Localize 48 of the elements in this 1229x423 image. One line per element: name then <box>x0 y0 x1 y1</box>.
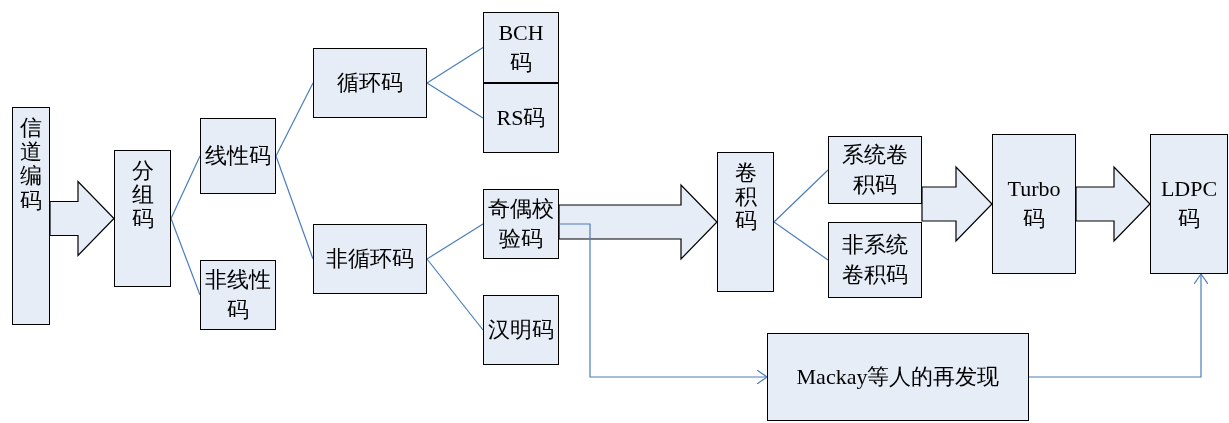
block-arrow <box>49 180 115 257</box>
process-box <box>767 333 1029 421</box>
connector-line <box>426 46 484 84</box>
process-box <box>114 150 171 287</box>
process-box <box>992 134 1076 274</box>
process-box <box>200 118 276 194</box>
process-box <box>828 136 922 204</box>
process-box <box>313 48 427 118</box>
arrow <box>558 223 768 385</box>
process-box <box>828 222 922 298</box>
box-label: 系统卷积码 <box>841 141 909 199</box>
process-box <box>483 12 559 83</box>
box-label: 循环码 <box>337 69 403 98</box>
box-label: 奇偶校验码 <box>488 195 554 253</box>
process-box <box>1150 134 1228 274</box>
process-box <box>717 152 774 292</box>
block-arrow <box>921 165 993 243</box>
block-arrow <box>1075 165 1151 243</box>
process-box <box>12 107 50 325</box>
process-box <box>483 83 559 153</box>
box-label: Turbo码 <box>1006 175 1062 233</box>
box-label: BCH码 <box>497 18 545 77</box>
process-box <box>483 189 559 259</box>
connector-line <box>426 223 484 260</box>
process-box <box>200 260 276 330</box>
box-label: 汉明码 <box>488 316 554 345</box>
box-label: 非系统卷积码 <box>841 231 909 289</box>
box-label: Mackay等人的再发现 <box>796 363 1000 392</box>
connector-line <box>275 155 314 260</box>
box-label: 线性码 <box>205 142 271 171</box>
block-arrow <box>558 183 718 261</box>
process-box <box>313 224 427 294</box>
process-box <box>483 295 559 365</box>
box-label: 分组码 <box>131 159 154 232</box>
connector-line <box>426 82 484 119</box>
arrow <box>1028 273 1209 378</box>
box-label: RS码 <box>496 104 546 133</box>
connector-line <box>275 82 314 157</box>
box-label: LDPC码 <box>1159 175 1219 233</box>
connector-line <box>773 221 829 261</box>
connector-line <box>773 169 829 223</box>
box-label: 非循环码 <box>326 245 414 274</box>
connector-line <box>170 217 201 296</box>
box-label: 卷积码 <box>734 161 757 234</box>
connector-line <box>170 155 201 220</box>
box-label: 非线性码 <box>205 266 271 324</box>
connector-line <box>426 258 484 331</box>
box-label: 信道编码 <box>20 116 42 213</box>
